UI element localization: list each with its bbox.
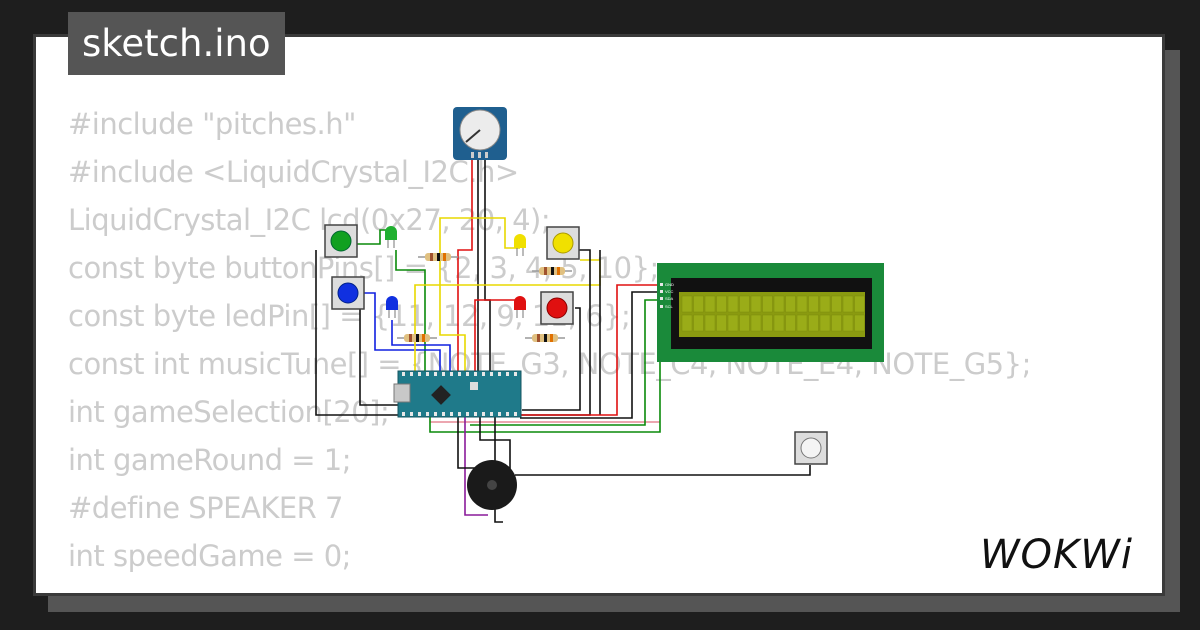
- lcd-char-cell: [693, 295, 704, 313]
- lcd-char-cell: [854, 314, 865, 332]
- sketch-filename: sketch.ino: [68, 12, 285, 75]
- led-green: [385, 226, 397, 248]
- wokwi-logo: WOKWi: [980, 532, 1133, 576]
- lcd-char-cell: [808, 295, 819, 313]
- lcd-char-cell: [773, 295, 785, 313]
- lcd-char-cell: [819, 295, 831, 313]
- lcd-char-cell: [716, 295, 727, 313]
- lcd-char-cell: [831, 314, 842, 332]
- wire-black: [484, 160, 491, 375]
- wire-red: [474, 299, 521, 375]
- lcd-char-cell: [773, 314, 785, 332]
- lcd-char-cell: [750, 295, 762, 313]
- code-line: int gameSelection[20];: [68, 395, 390, 429]
- wire-black: [315, 250, 398, 416]
- wire-red: [457, 160, 473, 375]
- lcd-char-cell: [842, 314, 854, 332]
- resistor: [397, 334, 437, 342]
- code-preview: #include "pitches.h" #include <LiquidCry…: [68, 100, 1031, 580]
- lcd-char-cell: [727, 314, 739, 332]
- lcd-char-cell: [796, 295, 808, 313]
- code-line: int gameRound = 1;: [68, 443, 352, 477]
- lcd-char-cell: [704, 295, 716, 313]
- resistor: [418, 253, 458, 261]
- wire-green: [395, 250, 426, 375]
- led-yellow: [514, 234, 526, 256]
- preview-card: [33, 34, 1165, 596]
- lcd-char-cell: [762, 295, 773, 313]
- wire-blue: [391, 320, 451, 375]
- buzzer: [467, 460, 517, 510]
- lcd-char-cell: [681, 295, 693, 313]
- wire-red: [520, 284, 662, 416]
- wire-green: [470, 299, 662, 426]
- arduino-nano: [393, 370, 522, 418]
- lcd-char-cell: [796, 314, 808, 332]
- lcd-char-cell: [854, 295, 865, 313]
- wire-black: [522, 307, 581, 411]
- lcd-char-cell: [842, 295, 854, 313]
- chip: [431, 385, 451, 405]
- arduino-board: [397, 370, 522, 418]
- code-line: #define SPEAKER 7: [68, 491, 343, 525]
- pot-indicator: [465, 129, 481, 143]
- lcd-char-cell: [727, 295, 739, 313]
- wire-black: [457, 415, 475, 469]
- lcd-char-cell: [831, 295, 842, 313]
- lcd-char-cell: [716, 314, 727, 332]
- lcd-char-cell: [693, 314, 704, 332]
- lcd-char-cell: [739, 295, 750, 313]
- led-red: [514, 296, 526, 318]
- usb-port: [393, 383, 411, 403]
- resistor: [532, 267, 572, 275]
- buzzer-hole: [487, 480, 497, 490]
- lcd-char-cell: [762, 314, 773, 332]
- lcd-char-cell: [808, 314, 819, 332]
- led-blue: [386, 296, 398, 318]
- lcd-pin-label: GND: [665, 282, 674, 287]
- lcd-char-cell: [785, 295, 796, 313]
- button-red: [540, 291, 574, 325]
- lcd-char-cell: [681, 314, 693, 332]
- lcd-char-cell: [785, 314, 796, 332]
- lcd-pin-label: SDA: [665, 296, 674, 301]
- lcd-char-cell: [750, 314, 762, 332]
- lcd-char-cell: [704, 314, 716, 332]
- wire-black: [494, 400, 503, 523]
- lcd-display: GND VCC SDA SCL: [657, 263, 884, 362]
- lcd-char-cell: [739, 314, 750, 332]
- resistor: [525, 334, 565, 342]
- code-line: int speedGame = 0;: [68, 539, 351, 573]
- code-line: #include "pitches.h": [68, 107, 356, 141]
- button-green: [324, 224, 358, 258]
- code-line: #include <LiquidCrystal_I2C.h>: [68, 155, 519, 189]
- lcd-char-cell: [819, 314, 831, 332]
- button-white: [794, 431, 828, 465]
- wires: [315, 160, 811, 523]
- wire-black: [515, 465, 811, 476]
- potentiometer: [453, 107, 507, 160]
- button-blue: [331, 276, 365, 310]
- button-yellow: [546, 226, 580, 260]
- lcd-pin-label: SCL: [665, 304, 674, 309]
- wire-blue: [358, 292, 441, 375]
- lcd-pin-label: VCC: [665, 289, 674, 294]
- brand-text: WOKWi: [980, 532, 1133, 576]
- wire-black: [359, 300, 405, 406]
- wire-yellow: [439, 217, 520, 375]
- wire-black: [520, 291, 662, 419]
- wire-purple: [464, 415, 488, 516]
